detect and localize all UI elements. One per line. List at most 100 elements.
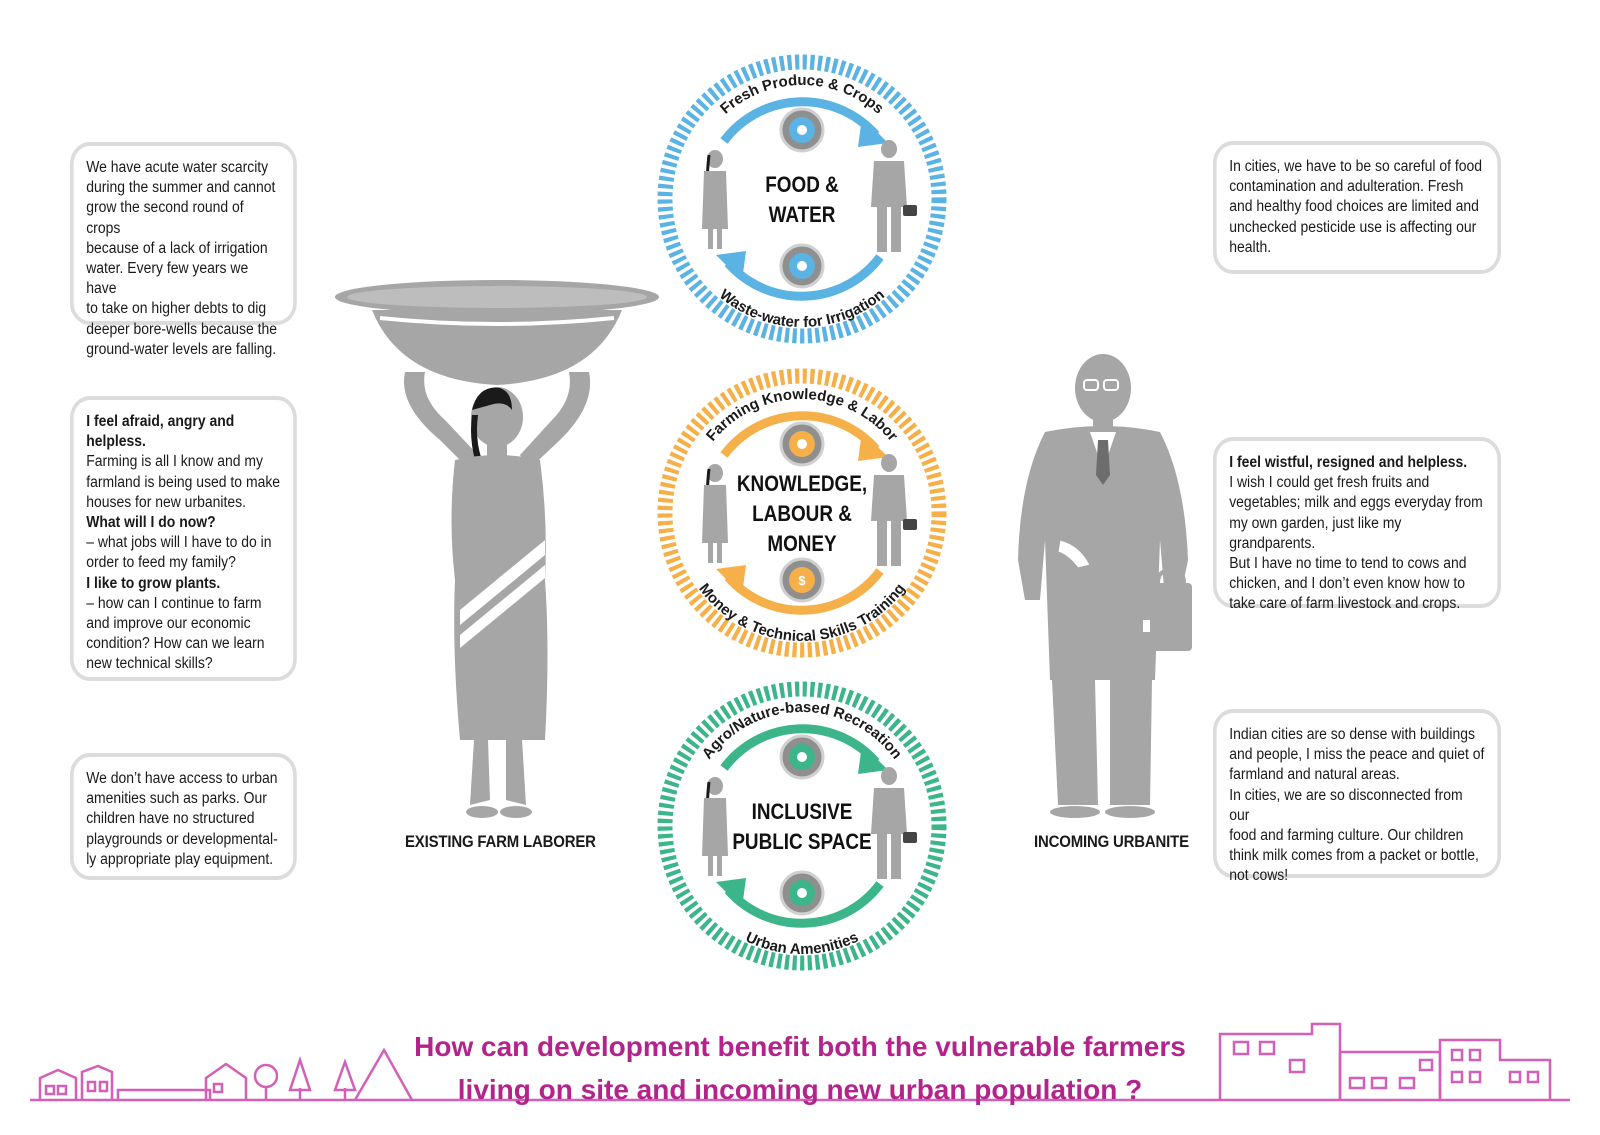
- cycle-title-line: MONEY: [767, 532, 837, 557]
- card-text: I feel wistful, resigned and helpless. I …: [1229, 453, 1485, 615]
- card-line: In cities, we are so disconnected from o…: [1229, 786, 1463, 824]
- card-line: unchecked pesticide use is affecting our: [1229, 218, 1477, 236]
- card-line: helpless.: [86, 433, 146, 451]
- woman-mini-figure: [702, 464, 728, 563]
- money-training-icon: $: [779, 557, 825, 603]
- card-line: What will I do now?: [86, 514, 216, 532]
- card-line: I like to grow plants.: [86, 574, 221, 592]
- card-line: not cows!: [1229, 867, 1289, 885]
- man-mini-figure: [871, 454, 917, 566]
- card-line: to take on higher debts to dig: [86, 300, 267, 318]
- card-line: and healthy food choices are limited and: [1229, 198, 1479, 216]
- card-line: grow the second round of crops: [86, 199, 244, 237]
- cycle-title-line: WATER: [769, 203, 836, 228]
- card-line: vegetables; milk and eggs everyday from: [1229, 494, 1483, 512]
- card-line: take care of farm livestock and crops.: [1229, 595, 1461, 613]
- card-line: my own garden, just like my grandparents…: [1229, 514, 1402, 552]
- card-text: Indian cities are so dense with building…: [1229, 725, 1485, 887]
- card-line: health.: [1229, 238, 1272, 256]
- card-line: houses for new urbanites.: [86, 493, 246, 511]
- woman-mini-figure: [702, 777, 728, 876]
- card-line: contamination and adulteration. Fresh: [1229, 178, 1464, 196]
- card-line: I wish I could get fresh fruits and: [1229, 474, 1430, 492]
- card-line: farmland is being used to make: [86, 473, 281, 491]
- top-flow-arrow: [720, 724, 880, 771]
- farmer-quote-feelings: I feel afraid, angry and helpless. Farming…: [70, 396, 297, 681]
- card-line: amenities such as parks. Our: [86, 790, 267, 808]
- card-line: playgrounds or developmental-: [86, 830, 278, 848]
- card-line: during the summer and cannot: [86, 179, 276, 197]
- card-line: condition? How can we learn: [86, 635, 265, 653]
- card-line: – what jobs will I have to do in: [86, 534, 272, 552]
- cycle-ring: [657, 368, 947, 658]
- card-line: children have no structured: [86, 810, 255, 828]
- card-line: I feel wistful, resigned and helpless.: [1229, 454, 1468, 471]
- card-line: water. Every few years we have: [86, 260, 249, 298]
- cycle-title-line: INCLUSIVE: [752, 800, 853, 825]
- card-line: because of a lack of irrigation: [86, 239, 268, 257]
- card-text: We have acute water scarcity during the s…: [86, 158, 280, 360]
- urbanite-quote-feelings: I feel wistful, resigned and helpless. I …: [1213, 437, 1501, 612]
- svg-text:$: $: [798, 573, 806, 588]
- card-line: and people, I miss the peace and quiet o…: [1229, 746, 1485, 764]
- man-mini-figure: [871, 767, 917, 879]
- question-line-2: living on site and incoming new urban po…: [457, 1074, 1143, 1105]
- basket-icon: [779, 107, 825, 153]
- card-line: ground-water levels are falling.: [86, 340, 277, 358]
- cycle-title-line: FOOD &: [765, 173, 839, 198]
- water-drop-icon: [779, 243, 825, 289]
- top-flow-arrow: [720, 411, 880, 458]
- card-line: Farming is all I know and my: [86, 453, 263, 471]
- urbanite-man-figure: [1018, 354, 1192, 818]
- farmer-quote-water: We have acute water scarcity during the s…: [70, 142, 297, 358]
- farm-animals-icon: [779, 734, 825, 780]
- card-text: We don’t have access to urban amenities s…: [86, 769, 280, 870]
- bottom-arc-label: Urban Amenities: [743, 929, 861, 958]
- urbanite-quote-food: In cities, we have to be so careful of f…: [1213, 141, 1501, 274]
- card-line: deeper bore-wells because the: [86, 320, 277, 338]
- card-line: ly appropriate play equipment.: [86, 850, 274, 868]
- cycle-ring: [657, 681, 947, 971]
- card-line: In cities, we have to be so careful of f…: [1229, 158, 1483, 175]
- farmer-label: EXISTING FARM LABORER: [405, 832, 596, 851]
- cycle-title-line: PUBLIC SPACE: [732, 830, 871, 855]
- cycle-ring: [657, 54, 947, 344]
- card-line: food and farming culture. Our children: [1229, 827, 1464, 845]
- card-line: We don’t have access to urban: [86, 770, 278, 787]
- bottom-flow-arrow: [724, 881, 884, 928]
- card-line: and improve our economic: [86, 615, 251, 633]
- card-line: Indian cities are so dense with building…: [1229, 726, 1476, 743]
- urbanite-quote-city: Indian cities are so dense with building…: [1213, 709, 1501, 884]
- card-line: think milk comes from a packet or bottle…: [1229, 847, 1479, 865]
- woman-mini-figure: [702, 150, 728, 249]
- top-flow-arrow: [720, 97, 880, 144]
- card-line: farmland and natural areas.: [1229, 766, 1400, 784]
- urbanite-label: INCOMING URBANITE: [1034, 832, 1189, 851]
- card-line: order to feed my family?: [86, 554, 236, 572]
- man-mini-figure: [871, 140, 917, 252]
- bottom-flow-arrow: [724, 254, 884, 301]
- card-line: But I have no time to tend to cows and: [1229, 555, 1467, 573]
- farmer-woman-figure: [335, 280, 659, 818]
- skyline-illustration: [30, 1022, 1570, 1102]
- card-line: We have acute water scarcity: [86, 159, 269, 176]
- card-line: I feel afraid, angry and: [86, 413, 235, 430]
- playground-slide-icon: [779, 870, 825, 916]
- card-text: I feel afraid, angry and helpless. Farming…: [86, 412, 280, 675]
- card-line: new technical skills?: [86, 655, 213, 673]
- main-question: How can development benefit both the vul…: [0, 1025, 1600, 1111]
- question-line-1: How can development benefit both the vul…: [414, 1031, 1186, 1062]
- farmer-worker-icon: [779, 421, 825, 467]
- farmer-quote-amenities: We don’t have access to urban amenities s…: [70, 753, 297, 880]
- cycle-title-line: LABOUR &: [752, 502, 852, 527]
- card-text: In cities, we have to be so careful of f…: [1229, 157, 1485, 258]
- card-line: – how can I continue to farm: [86, 594, 262, 612]
- bottom-flow-arrow: [724, 568, 884, 615]
- card-line: chicken, and I don’t even know how to: [1229, 575, 1465, 593]
- cycle-title-line: KNOWLEDGE,: [737, 472, 867, 497]
